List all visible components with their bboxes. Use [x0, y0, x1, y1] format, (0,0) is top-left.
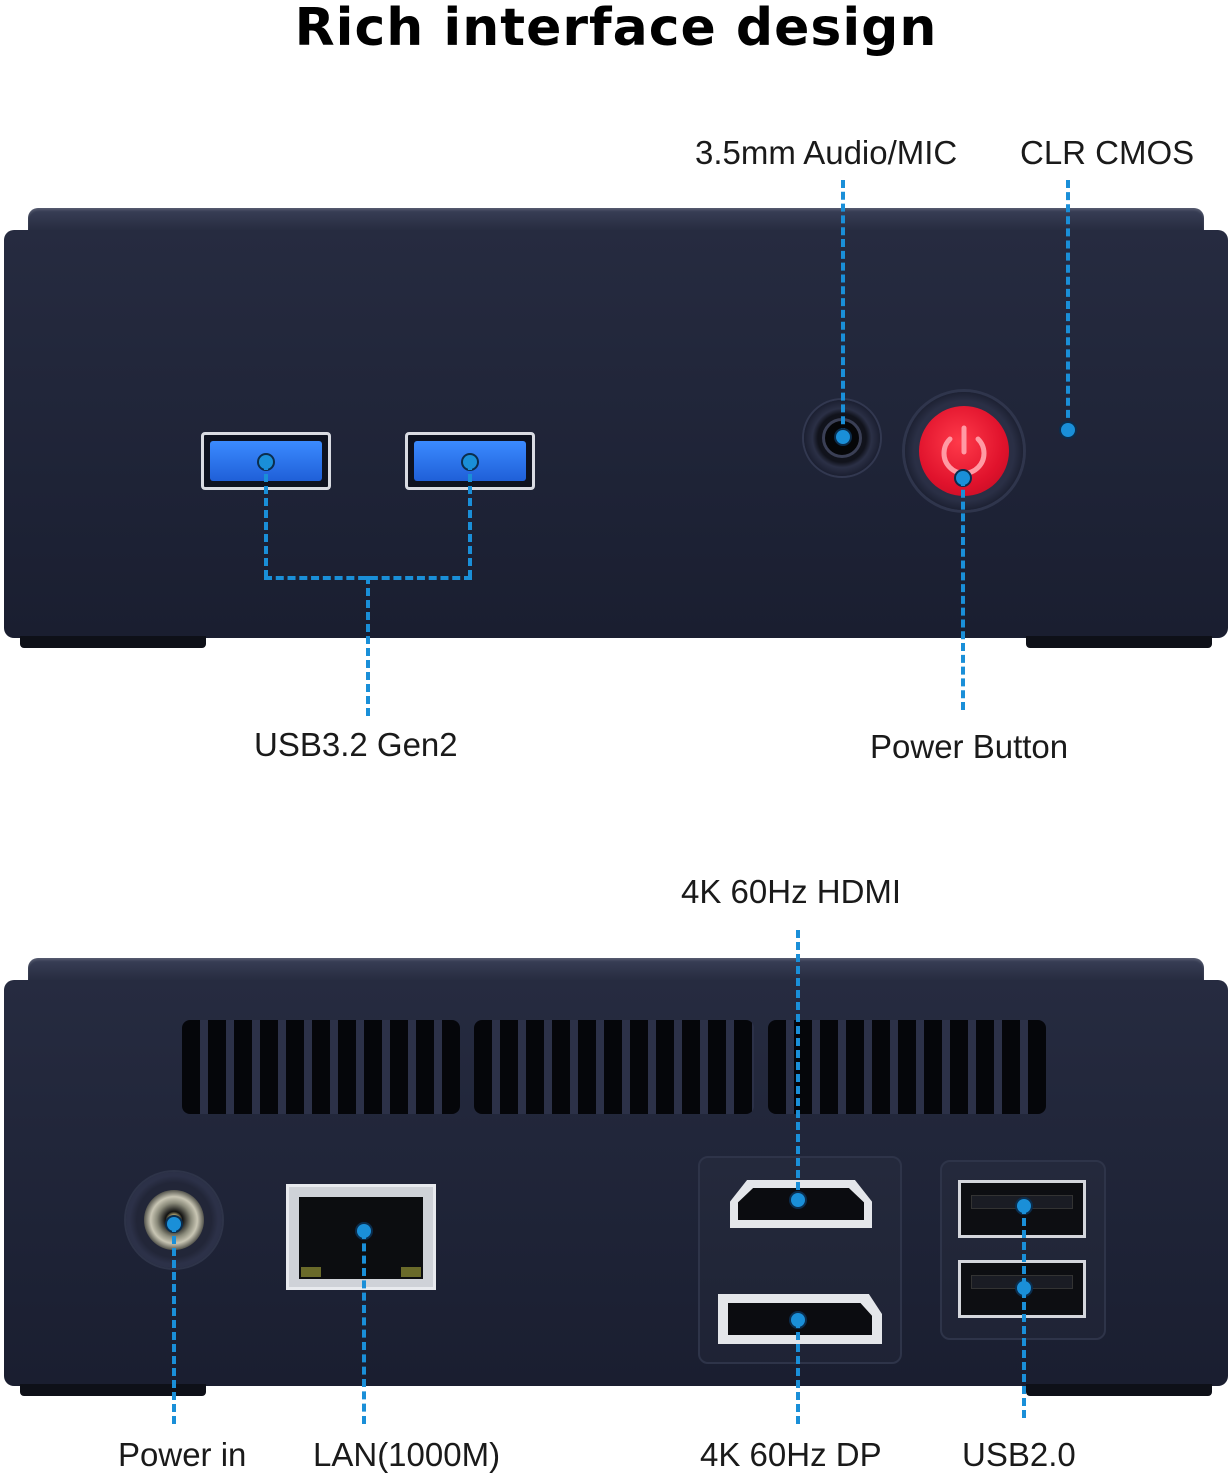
front-panel	[0, 208, 1232, 648]
hdmi-port	[730, 1180, 872, 1228]
video-port-plate	[698, 1156, 902, 1364]
label-power-button: Power Button	[870, 728, 1069, 765]
vent-2	[474, 1020, 754, 1114]
vent-3	[768, 1020, 1046, 1114]
label-hdmi: 4K 60Hz HDMI	[681, 873, 902, 910]
rear-panel	[0, 958, 1232, 1398]
label-audio: 3.5mm Audio/MIC	[695, 134, 958, 171]
label-power-in: Power in	[118, 1436, 247, 1473]
vent-1	[182, 1020, 460, 1114]
label-dp: 4K 60Hz DP	[700, 1436, 882, 1473]
label-usb2: USB2.0	[962, 1436, 1076, 1473]
label-lan: LAN(1000M)	[313, 1436, 501, 1473]
page-title: Rich interface design	[294, 0, 938, 58]
label-usb3: USB3.2 Gen2	[254, 726, 458, 763]
label-clr-cmos: CLR CMOS	[1020, 134, 1195, 171]
